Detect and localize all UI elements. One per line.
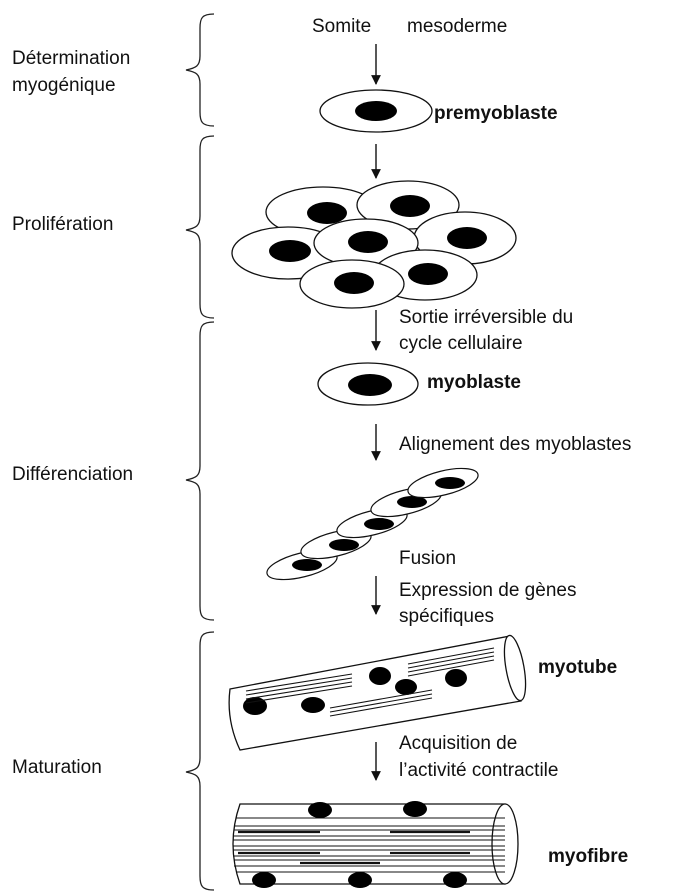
cell — [407, 467, 479, 499]
brace-maturation — [185, 631, 215, 891]
stage-label-determination-line1: Détermination — [12, 48, 131, 69]
myofibre — [232, 801, 519, 888]
alignement-label: Alignement des myoblastes — [399, 434, 632, 455]
brace-determination — [185, 13, 215, 127]
stage-label-determination-line2: myogénique — [12, 75, 116, 96]
brace-proliferation — [185, 135, 215, 319]
myoblaste-cell — [317, 362, 419, 406]
stage-braces — [185, 13, 215, 891]
brace-differenciation — [185, 321, 215, 621]
myotube — [228, 634, 527, 751]
somite-label: Somite — [312, 16, 372, 37]
proliferating-cells — [231, 180, 517, 309]
myoblaste-label: myoblaste — [427, 372, 521, 393]
sarcomere-bands — [238, 830, 470, 865]
myofibrils — [233, 817, 505, 873]
mesoderme-label: mesoderme — [407, 16, 508, 37]
sortie-label-line2: cycle cellulaire — [399, 333, 523, 354]
stage-label-maturation: Maturation — [12, 757, 102, 778]
acquisition-label-line2: l’activité contractile — [399, 760, 559, 781]
myofibre-label: myofibre — [548, 846, 629, 867]
fusion-label: Fusion — [399, 548, 457, 569]
premyoblaste-cell — [319, 89, 433, 133]
stage-label-proliferation: Prolifération — [12, 214, 114, 235]
myotube-label: myotube — [538, 657, 618, 678]
aligned-myoblasts — [266, 467, 479, 581]
acquisition-label-line1: Acquisition de — [399, 733, 518, 754]
cell — [299, 259, 405, 309]
premyoblaste-label: premyoblaste — [434, 103, 558, 124]
expression-label-line2: spécifiques — [399, 606, 495, 627]
expression-label-line1: Expression de gènes — [399, 580, 577, 601]
stage-label-differenciation: Différenciation — [12, 464, 134, 485]
sortie-label-line1: Sortie irréversible du — [399, 307, 574, 328]
